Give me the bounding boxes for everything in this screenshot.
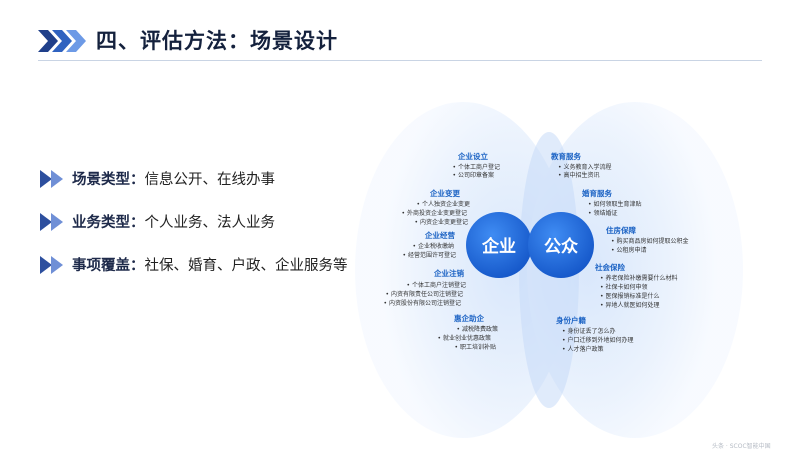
bullet-value: 社保、婚育、户政、企业服务等 [144, 258, 348, 274]
group-item: • 减税降费政策 [456, 326, 498, 333]
group-title: 社会保险 [595, 263, 625, 272]
group-item: • 外商投资企业变更登记 [401, 210, 467, 217]
double-arrow-icon [40, 213, 63, 231]
double-arrow-icon [40, 170, 63, 188]
group-title: 住房保障 [606, 226, 636, 235]
group-item: • 医保报销标准是什么 [600, 293, 660, 300]
bullet-text: 场景类型：信息公开、在线办事 [72, 168, 275, 192]
group-item: • 公司印章备案 [452, 172, 494, 179]
scenario-diagram: 企业 公众 企业设立 • 个体工商户登记 • 公司印章备案 企业变更 • 个人独… [355, 100, 743, 440]
group-item: • 社保卡如何申领 [600, 284, 648, 291]
group-item: • 内资股份有限公司注销登记 [383, 300, 461, 307]
group-item: • 企业税收缴纳 [412, 243, 454, 250]
bullet-text: 业务类型：个人业务、法人业务 [72, 211, 275, 235]
group-item: • 异地人就医如何处理 [600, 302, 660, 309]
group-item: • 购买商品房如何提取公积金 [611, 238, 689, 245]
group-item: • 身份证丢了怎么办 [562, 328, 616, 335]
group-title: 企业设立 [458, 152, 488, 161]
group-item: • 内资企业变更登记 [414, 219, 468, 226]
group-item: • 个体工商户注销登记 [406, 282, 466, 289]
page-title: 四、评估方法：场景设计 [96, 29, 338, 53]
bullet-label: 事项覆盖： [72, 258, 145, 274]
group-item: • 就业创业优惠政策 [437, 335, 491, 342]
group-title: 教育服务 [551, 152, 581, 161]
left-ellipse [355, 102, 571, 438]
group-item: • 个人独资企业变更 [416, 201, 470, 208]
right-center-circle [528, 212, 594, 278]
group-title: 惠企助企 [454, 314, 484, 323]
right-ellipse [527, 102, 743, 438]
group-item: • 养老保险补缴需要什么材料 [600, 275, 678, 282]
group-item: • 经营范围许可登记 [402, 252, 456, 259]
group-title: 企业经营 [425, 231, 455, 240]
group-item: • 公租房申请 [611, 247, 647, 254]
bullet-value: 个人业务、法人业务 [144, 215, 276, 231]
right-center-label: 公众 [544, 236, 579, 257]
group-item: • 领结婚证 [588, 210, 618, 217]
group-item: • 义务教育入学流程 [558, 164, 612, 171]
group-item: • 职工培训补贴 [454, 344, 496, 351]
group-item: • 个体工商户登记 [452, 164, 500, 171]
bullet-label: 场景类型： [72, 172, 145, 188]
group-item: • 户口迁移到外地如何办理 [562, 337, 634, 344]
title-divider [38, 60, 762, 61]
group-item: • 内资有限责任公司注销登记 [385, 291, 463, 298]
bullet-text: 事项覆盖：社保、婚育、户政、企业服务等 [72, 254, 348, 278]
group-title: 身份户籍 [556, 316, 586, 325]
group-title: 企业注销 [434, 269, 464, 278]
group-item: • 人才落户政策 [562, 346, 604, 353]
group-item: • 高中招生资讯 [558, 172, 600, 179]
header: 四、评估方法：场景设计 [0, 0, 800, 66]
watermark: 头条 · SCOC智能中国 [712, 443, 771, 450]
left-center-label: 企业 [481, 236, 516, 257]
venn-background: 企业 公众 [355, 102, 743, 438]
group-item: • 如何领取生育津贴 [588, 201, 642, 208]
bullet-value: 信息公开、在线办事 [144, 172, 276, 188]
left-center-circle [466, 212, 532, 278]
bullet-label: 业务类型： [72, 215, 145, 231]
double-arrow-icon [40, 256, 63, 274]
group-title: 企业变更 [430, 189, 460, 198]
chevron-arrows-icon [38, 30, 86, 52]
group-title: 婚育服务 [582, 189, 612, 198]
